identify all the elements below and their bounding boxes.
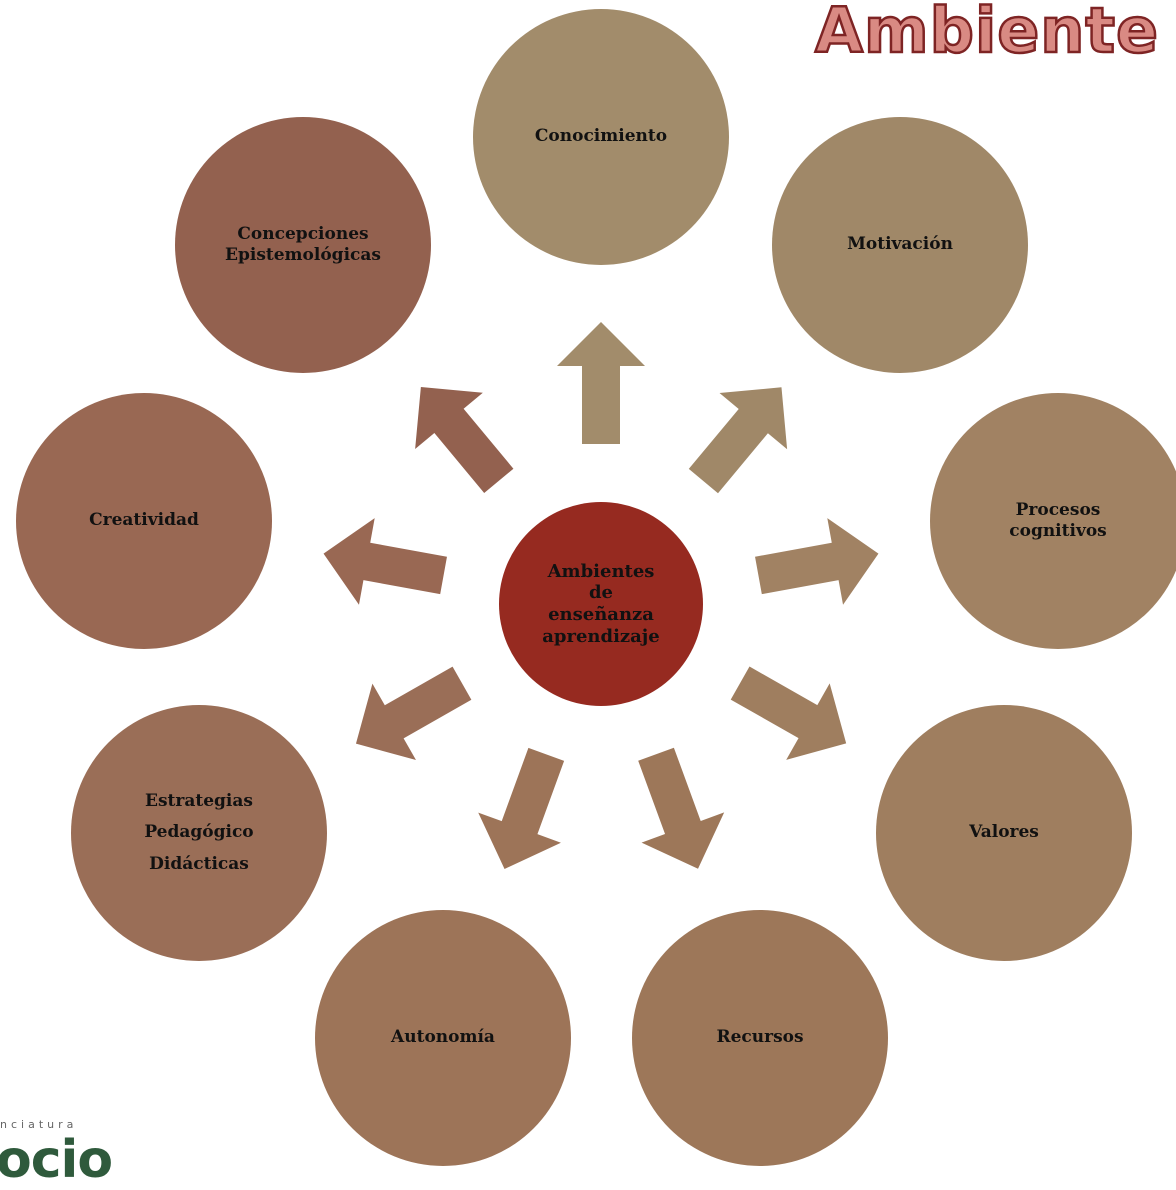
node-creatividad [16, 393, 272, 649]
node-autonomia [315, 910, 571, 1166]
node-concepciones [175, 117, 431, 373]
arrow-shape [557, 322, 645, 444]
arrow-recursos [638, 747, 725, 869]
arrow-shape [688, 387, 788, 494]
arrow-shape [755, 518, 879, 605]
arrow-motivacion [688, 387, 788, 494]
cycle-diagram [16, 9, 1176, 1166]
arrow-shape [323, 518, 447, 605]
arrow-autonomia [478, 747, 565, 869]
node-valores [876, 705, 1132, 961]
logo-caption: nciatura [0, 1118, 78, 1131]
arrow-shape [478, 747, 565, 869]
node-recursos [632, 910, 888, 1166]
arrow-creatividad [323, 518, 447, 605]
center-node [499, 502, 703, 706]
arrow-concepciones [415, 387, 514, 494]
arrow-valores [730, 666, 847, 760]
arrow-shape [415, 387, 514, 494]
logo-wordmark: ocio [0, 1130, 113, 1190]
arrow-procesos-cognitivos [755, 518, 879, 605]
node-motivacion [772, 117, 1028, 373]
arrow-conocimiento [557, 322, 645, 444]
arrow-shape [355, 666, 472, 761]
arrow-shape [638, 747, 725, 869]
arrows-layer [323, 322, 879, 869]
diagram-title: Ambiente [814, 0, 1160, 68]
node-conocimiento [473, 9, 729, 265]
nodes-layer [16, 9, 1176, 1166]
node-procesos-cognitivos [930, 393, 1176, 649]
arrow-shape [730, 666, 847, 760]
arrow-estrategias [355, 666, 472, 761]
node-estrategias [71, 705, 327, 961]
